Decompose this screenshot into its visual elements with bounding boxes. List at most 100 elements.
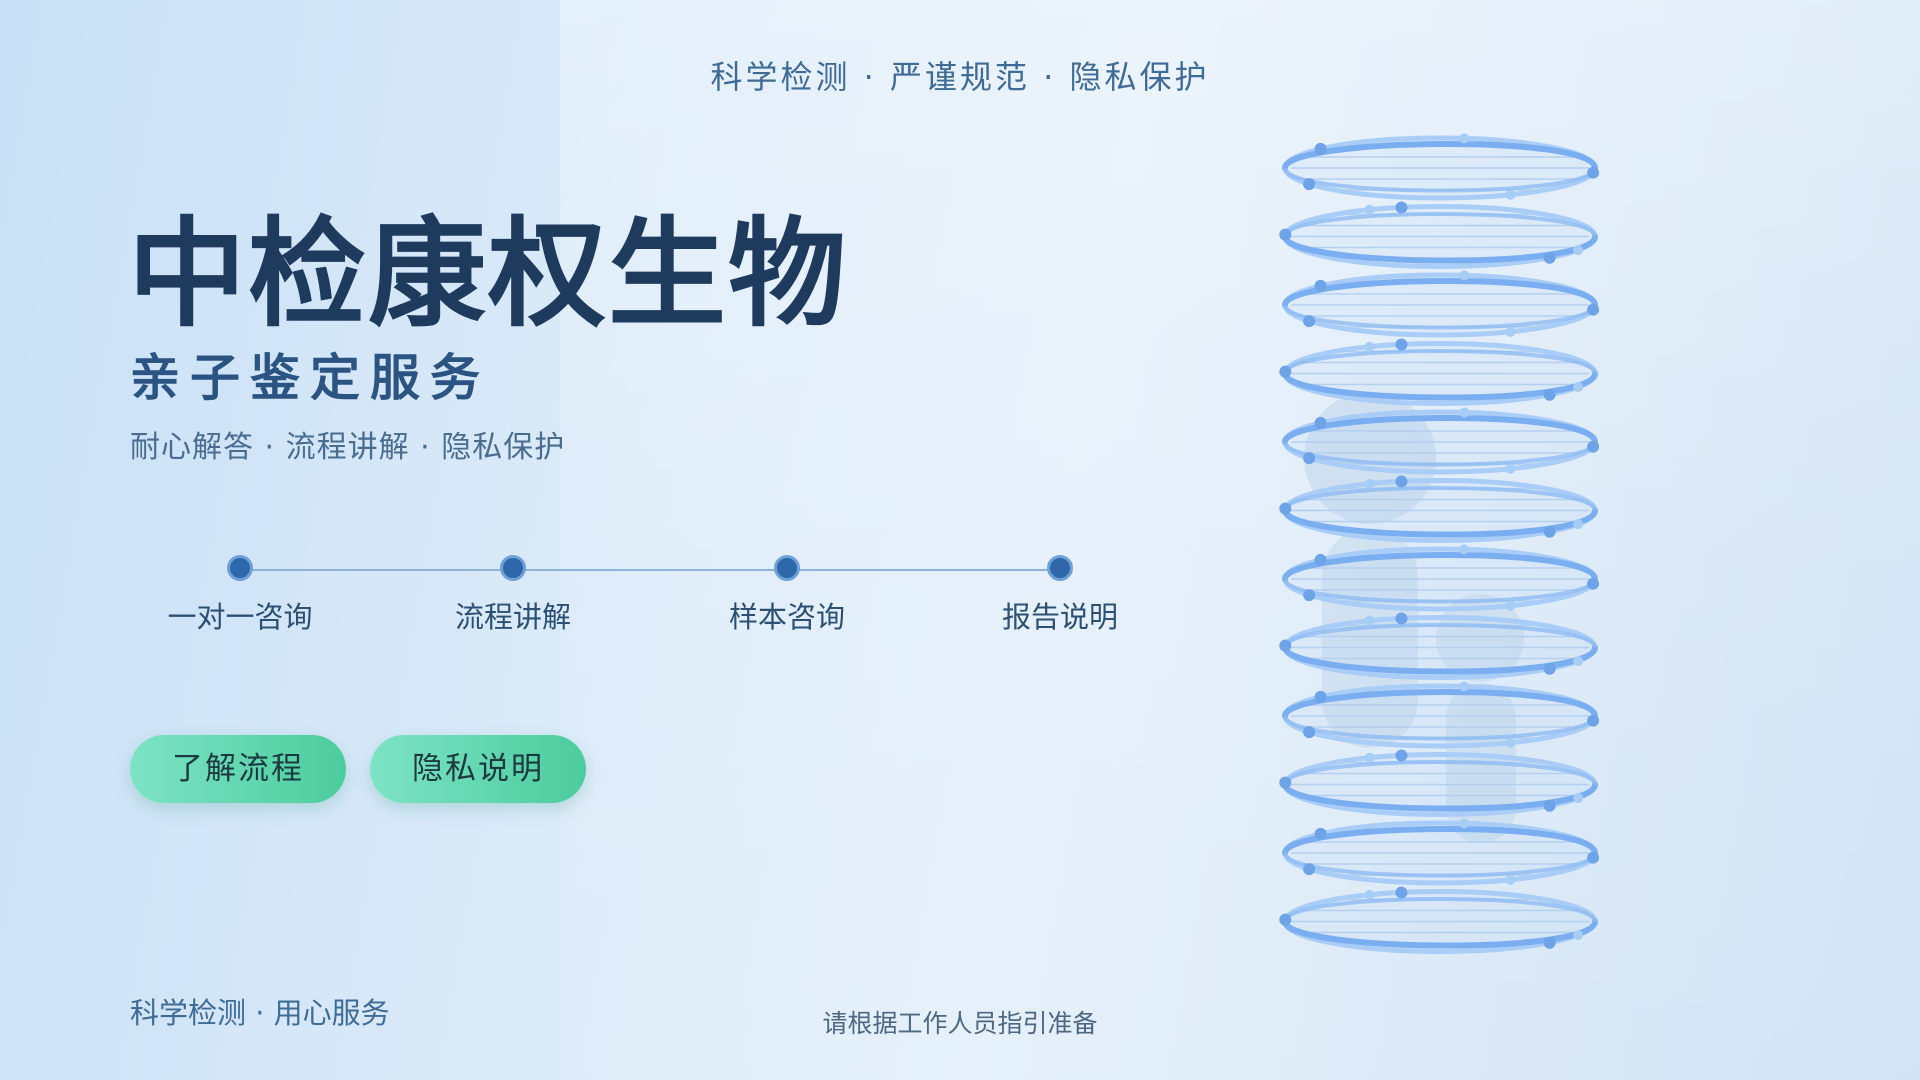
helix-node bbox=[1395, 749, 1408, 762]
helix-node bbox=[1543, 799, 1556, 812]
helix-node bbox=[1314, 553, 1327, 566]
step-dot-icon bbox=[227, 555, 253, 581]
helix-node bbox=[1303, 452, 1316, 465]
helix-node bbox=[1459, 818, 1470, 829]
helix-strand bbox=[1283, 349, 1597, 375]
helix-node bbox=[1314, 827, 1327, 840]
step-dot-icon bbox=[500, 555, 526, 581]
step-label: 一对一咨询 bbox=[167, 600, 313, 634]
helix-node bbox=[1573, 656, 1584, 667]
helix-strand bbox=[1283, 715, 1597, 741]
privacy-notice-button[interactable]: 隐私说明 bbox=[370, 735, 586, 803]
helix-strand bbox=[1283, 304, 1597, 330]
helix-strand bbox=[1282, 552, 1598, 582]
helix-node bbox=[1459, 270, 1470, 281]
helix-node bbox=[1364, 615, 1375, 626]
helix-node bbox=[1587, 851, 1600, 864]
helix-node bbox=[1505, 463, 1516, 474]
helix-node bbox=[1314, 279, 1327, 292]
helix-node bbox=[1543, 251, 1556, 264]
helix-node bbox=[1395, 475, 1408, 488]
step-process-explain: 流程讲解 bbox=[413, 555, 613, 636]
helix-node bbox=[1314, 690, 1327, 703]
helix-strand bbox=[1283, 167, 1597, 193]
dna-helix-icon bbox=[1279, 133, 1600, 954]
helix-node bbox=[1573, 382, 1584, 393]
learn-process-button[interactable]: 了解流程 bbox=[130, 735, 346, 803]
helix-node bbox=[1573, 793, 1584, 804]
helix-node bbox=[1573, 245, 1584, 256]
step-sample-consult: 样本咨询 bbox=[687, 555, 887, 636]
helix-node bbox=[1364, 752, 1375, 763]
helix-node bbox=[1587, 577, 1600, 590]
helix-node bbox=[1303, 178, 1316, 191]
helix-node bbox=[1459, 681, 1470, 692]
helix-node bbox=[1587, 166, 1600, 179]
helix-strand bbox=[1283, 441, 1597, 467]
helix-node bbox=[1395, 886, 1408, 899]
helix-node bbox=[1303, 726, 1316, 739]
steps-connector-line bbox=[240, 569, 1060, 571]
step-dot-icon bbox=[774, 555, 800, 581]
step-report-explain: 报告说明 bbox=[960, 555, 1160, 636]
helix-node bbox=[1395, 201, 1408, 214]
helix-node bbox=[1395, 612, 1408, 625]
helix-strand bbox=[1283, 486, 1597, 512]
helix-node bbox=[1303, 863, 1316, 876]
helix-strand bbox=[1283, 212, 1597, 238]
helix-node bbox=[1364, 478, 1375, 489]
helix-node bbox=[1573, 519, 1584, 530]
step-label: 报告说明 bbox=[1001, 600, 1118, 634]
helix-node bbox=[1505, 326, 1516, 337]
background-panel bbox=[560, 0, 1920, 1080]
helix-strand bbox=[1282, 826, 1598, 856]
helix-node bbox=[1543, 936, 1556, 949]
service-subtitle: 耐心解答 · 流程讲解 · 隐私保护 bbox=[130, 430, 566, 465]
service-title: 亲子鉴定服务 bbox=[130, 349, 490, 407]
helix-node bbox=[1587, 303, 1600, 316]
helix-strand bbox=[1282, 415, 1598, 445]
top-tagline: 科学检测 · 严谨规范 · 隐私保护 bbox=[710, 58, 1210, 96]
helix-strand bbox=[1282, 689, 1598, 719]
helix-node bbox=[1543, 662, 1556, 675]
helix-strand bbox=[1282, 141, 1598, 171]
helix-node bbox=[1505, 600, 1516, 611]
helix-node bbox=[1505, 189, 1516, 200]
helix-node bbox=[1279, 913, 1292, 926]
step-label: 流程讲解 bbox=[454, 600, 571, 634]
step-label: 样本咨询 bbox=[728, 600, 845, 634]
helix-node bbox=[1587, 440, 1600, 453]
helix-node bbox=[1279, 776, 1292, 789]
footer-note: 请根据工作人员指引准备 bbox=[822, 1009, 1098, 1038]
brand-title: 中检康权生物 bbox=[128, 205, 849, 343]
helix-node bbox=[1279, 639, 1292, 652]
helix-strand bbox=[1283, 852, 1597, 878]
helix-node bbox=[1364, 889, 1375, 900]
helix-strand bbox=[1283, 897, 1597, 923]
step-dot-icon bbox=[1047, 555, 1073, 581]
helix-strand bbox=[1283, 760, 1597, 786]
step-consultation: 一对一咨询 bbox=[140, 555, 340, 636]
helix-node bbox=[1279, 365, 1292, 378]
footer-slogan: 科学检测 · 用心服务 bbox=[130, 996, 390, 1030]
helix-node bbox=[1505, 874, 1516, 885]
helix-node bbox=[1303, 589, 1316, 602]
helix-node bbox=[1279, 502, 1292, 515]
helix-node bbox=[1279, 228, 1292, 241]
helix-node bbox=[1314, 416, 1327, 429]
helix-node bbox=[1505, 737, 1516, 748]
helix-node bbox=[1364, 204, 1375, 215]
helix-node bbox=[1543, 525, 1556, 538]
helix-node bbox=[1459, 544, 1470, 555]
helix-node bbox=[1573, 930, 1584, 941]
helix-node bbox=[1543, 388, 1556, 401]
helix-node bbox=[1587, 714, 1600, 727]
helix-strand bbox=[1282, 278, 1598, 308]
helix-node bbox=[1303, 315, 1316, 328]
helix-node bbox=[1459, 407, 1470, 418]
helix-node bbox=[1459, 133, 1470, 144]
helix-node bbox=[1395, 338, 1408, 351]
helix-strand bbox=[1283, 578, 1597, 604]
